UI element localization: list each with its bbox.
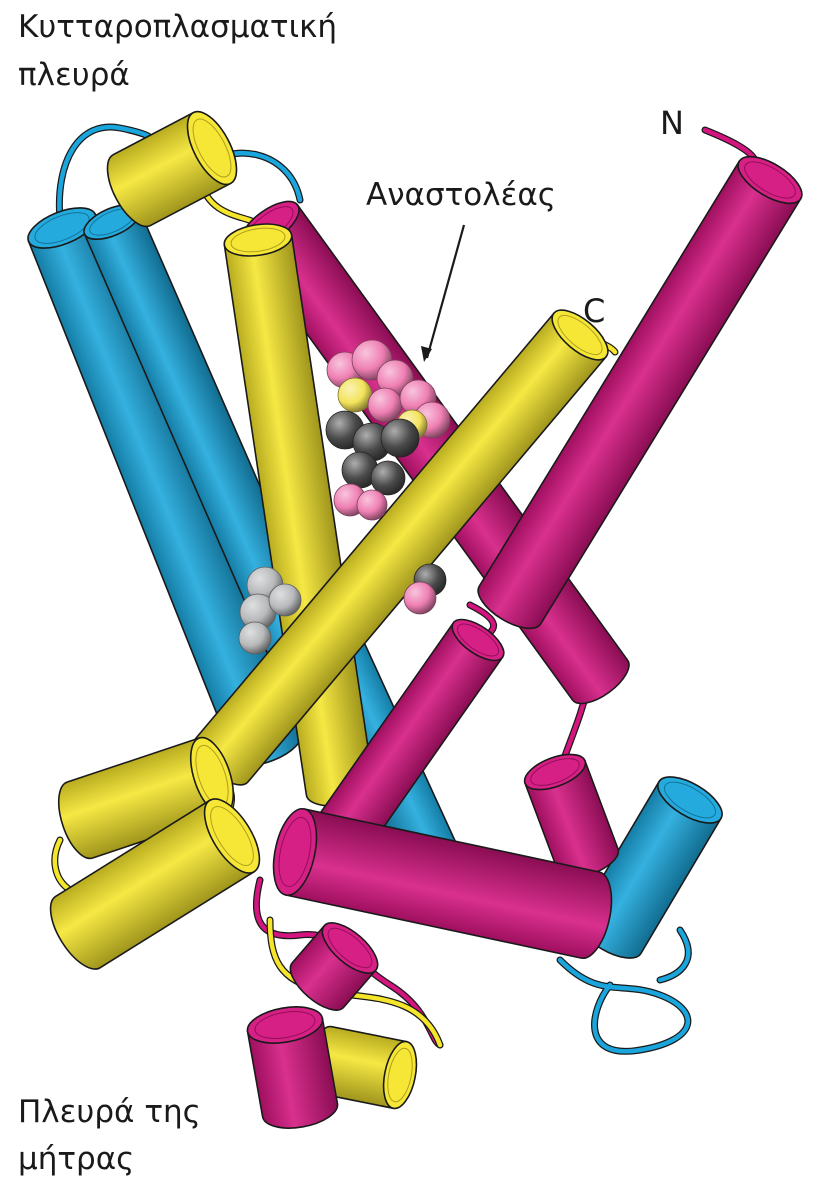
cytoplasmic-side-label-line2: πλευρά (18, 56, 130, 94)
inhibitor-atom (269, 584, 301, 616)
matrix-side-label-line2: μήτρας (18, 1140, 134, 1178)
yellow-loop-bottom-left-2-fill (55, 840, 70, 890)
matrix-side-label-line1: Πλευρά της (18, 1093, 201, 1131)
cytoplasmic-side-label-line1: Κυτταροπλασματική (18, 8, 337, 46)
inhibitor-atom (338, 378, 372, 412)
helices (23, 104, 810, 1133)
inhibitor-atom (371, 461, 405, 495)
inhibitor-atom (381, 419, 419, 457)
c-terminus-label: C (583, 293, 605, 329)
magenta-helix-bottom-b (245, 1002, 341, 1134)
inhibitor-label: Αναστολέας (366, 176, 556, 214)
n-terminus-label: N (660, 105, 684, 141)
inhibitor-atom (239, 622, 271, 654)
magenta-helix-bottom-a (282, 914, 385, 1019)
inhibitor-pointer-arrow (427, 225, 464, 358)
inhibitor-atom (404, 582, 436, 614)
inhibitor-atom (368, 388, 402, 422)
inhibitor-atom (357, 490, 387, 520)
blue-loop-bottom-right-fill (660, 930, 688, 980)
